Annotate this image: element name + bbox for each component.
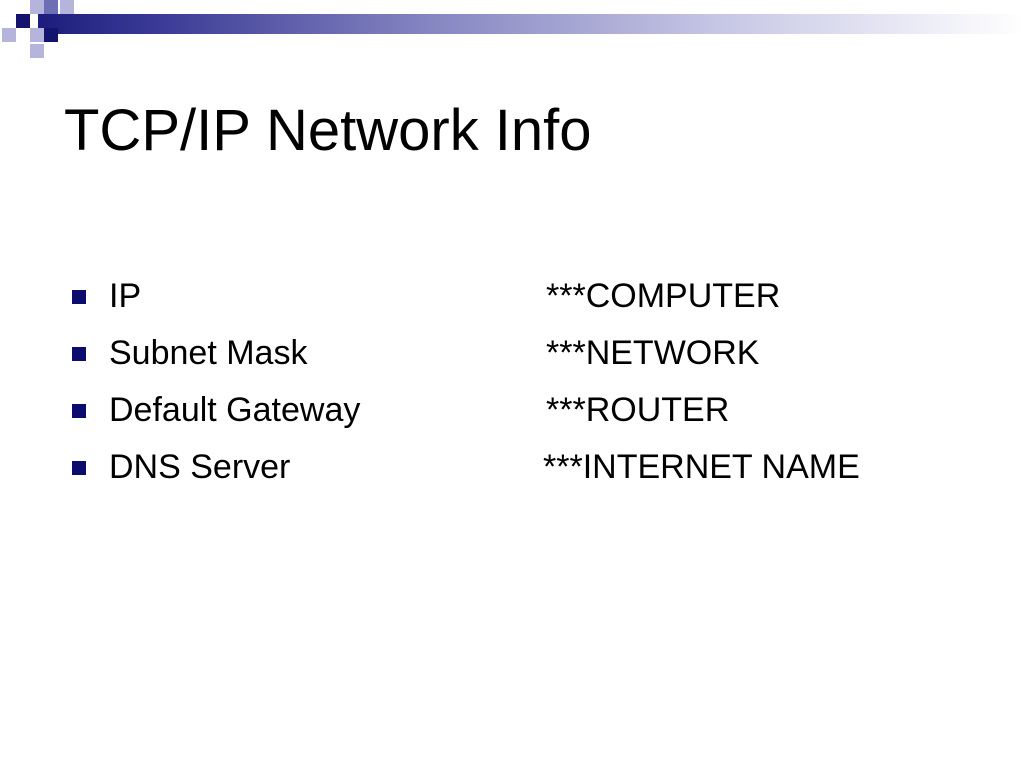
- item-value: ***ROUTER: [546, 391, 730, 429]
- item-label: Subnet Mask: [109, 334, 308, 372]
- square-bullet-icon: [72, 404, 86, 418]
- decoration-square: [60, 0, 74, 14]
- item-label: DNS Server: [109, 448, 291, 486]
- decoration-gradient-bar: [38, 14, 1024, 34]
- decoration-square: [30, 44, 44, 58]
- square-bullet-icon: [72, 290, 86, 304]
- list-item: Default Gateway ***ROUTER: [72, 388, 972, 445]
- list-item: IP ***COMPUTER: [72, 274, 972, 331]
- list-item: Subnet Mask ***NETWORK: [72, 331, 972, 388]
- square-bullet-icon: [72, 461, 86, 475]
- decoration-square: [30, 28, 44, 42]
- bullet-list: IP ***COMPUTER Subnet Mask ***NETWORK De…: [72, 274, 972, 502]
- square-bullet-icon: [72, 347, 86, 361]
- item-value: ***INTERNET NAME: [543, 448, 860, 486]
- decoration-square: [2, 28, 16, 42]
- item-value: ***COMPUTER: [546, 277, 781, 315]
- item-label: IP: [109, 277, 142, 315]
- decoration-square: [16, 14, 30, 28]
- list-item: DNS Server ***INTERNET NAME: [72, 445, 972, 502]
- slide-title: TCP/IP Network Info: [64, 98, 592, 163]
- decoration-square: [44, 0, 58, 14]
- decoration-square: [44, 28, 58, 42]
- item-value: ***NETWORK: [546, 334, 760, 372]
- decoration-square: [30, 0, 44, 14]
- item-label: Default Gateway: [109, 391, 361, 429]
